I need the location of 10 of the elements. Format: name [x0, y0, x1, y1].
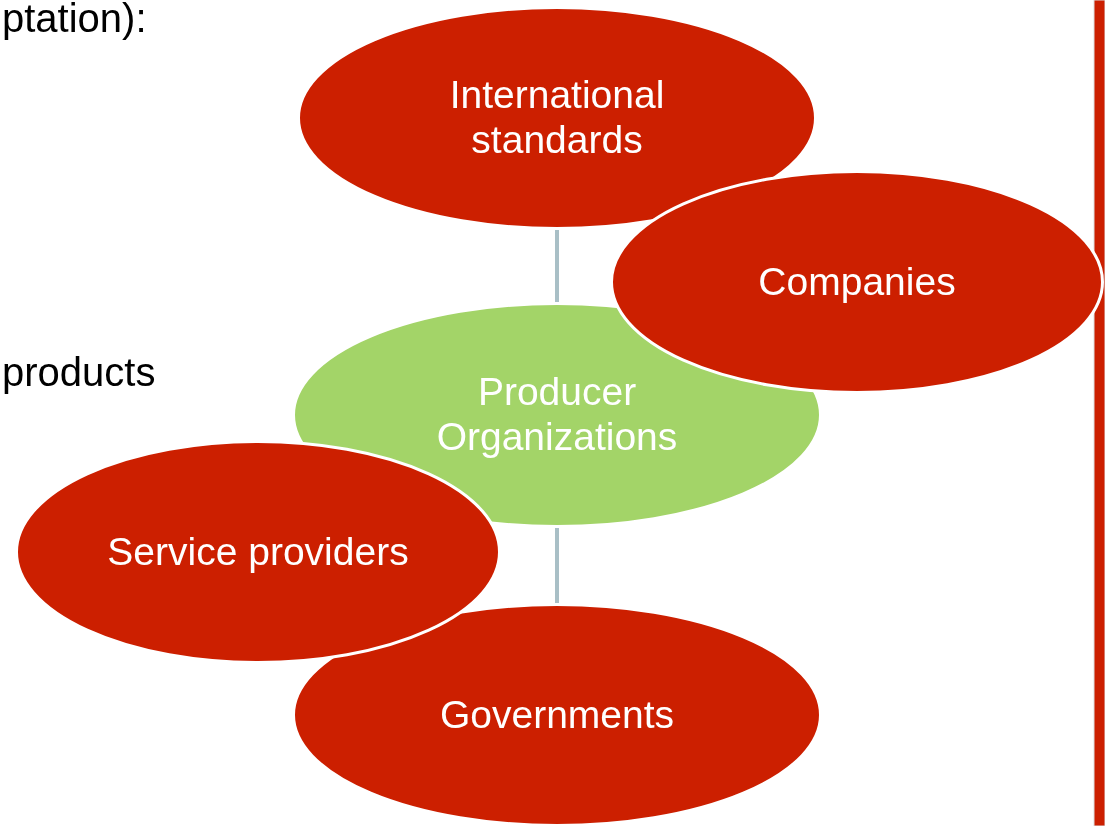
connector-line	[555, 528, 559, 603]
slide-text: ptation):	[2, 0, 147, 41]
node-label: International standards	[448, 73, 666, 163]
node-label: Companies	[758, 259, 956, 305]
node-label: Governments	[439, 692, 675, 738]
node-label: Producer Organizations	[435, 370, 679, 460]
connector-line	[555, 230, 559, 302]
ellipse-node	[297, 6, 817, 230]
slide-text: products	[2, 350, 156, 395]
node-label: Service providers	[107, 529, 409, 575]
